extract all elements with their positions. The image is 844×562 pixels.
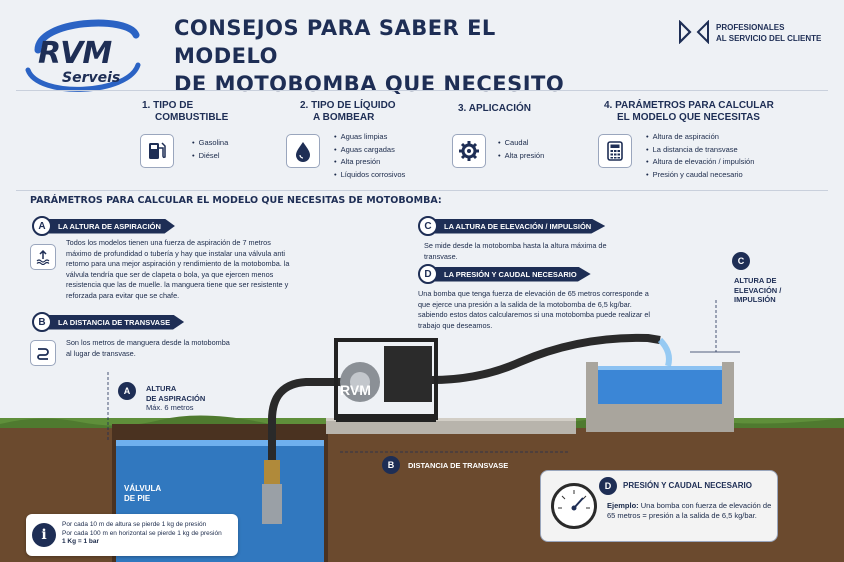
param-a-text: Todos los modelos tienen una fuerza de a…: [66, 238, 290, 300]
scene-a-marker: A: [118, 382, 136, 400]
param-b-tag: B LA DISTANCIA DE TRANSVASE: [32, 312, 185, 332]
section-params-heading: 4. PARÁMETROS PARA CALCULAR EL MODELO QU…: [604, 100, 774, 123]
scene-c-marker: C: [732, 252, 750, 270]
params-list: Altura de aspiración La distancia de tra…: [646, 131, 755, 181]
param-c-tag: C LA ALTURA DE ELEVACIÓN / IMPULSIÓN: [418, 216, 606, 236]
mid-divider: [16, 190, 828, 191]
top-divider: [16, 90, 828, 91]
section-liquid-heading: 2. TIPO DE LÍQUIDO A BOMBEAR: [300, 100, 396, 123]
param-c-text: Se mide desde la motobomba hasta la altu…: [424, 241, 607, 261]
info-text: Por cada 10 m de altura se pierde 1 kg d…: [62, 521, 222, 545]
hose-icon: [30, 340, 56, 366]
pressure-example-box: D PRESIÓN Y CAUDAL NECESARIO Ejemplo: Un…: [540, 470, 778, 542]
brand-subname: Serveis: [62, 70, 121, 86]
liquid-list: Aguas limpias Aguas cargadas Alta presió…: [334, 131, 406, 181]
water-drop-icon: [286, 134, 320, 168]
application-list: Caudal Alta presión: [498, 137, 545, 162]
brand-logo: RVM Serveis: [18, 10, 148, 100]
fuel-pump-icon: [140, 134, 174, 168]
tagline-logo-icon: [678, 19, 710, 49]
gauge-icon: [551, 483, 597, 529]
scene-c-label: ALTURA DE ELEVACIÓN / IMPULSIÓN: [734, 276, 782, 304]
scene-b-marker: B: [382, 456, 400, 474]
params-title: PARÁMETROS PARA CALCULAR EL MODELO QUE N…: [30, 195, 442, 206]
dbox-marker: D: [599, 477, 617, 495]
gear-icon: [452, 134, 486, 168]
info-icon: i: [32, 523, 56, 547]
fuel-list: Gasolina Diésel: [192, 137, 229, 162]
param-b-text: Son los metros de manguera desde la moto…: [66, 338, 230, 358]
calculator-icon: [598, 134, 632, 168]
param-d-text: Una bomba que tenga fuerza de elevación …: [418, 289, 651, 330]
info-box: i Por cada 10 m de altura se pierde 1 kg…: [26, 514, 238, 556]
suction-level-icon: [30, 244, 56, 270]
dbox-title: PRESIÓN Y CAUDAL NECESARIO: [623, 481, 752, 490]
foot-valve-label: VÁLVULA DE PIE: [124, 484, 162, 503]
section-application-heading: 3. APLICACIÓN: [458, 103, 531, 114]
dbox-text: Ejemplo: Una bomba con fuerza de elevaci…: [607, 501, 772, 520]
pump-brand: RVM: [340, 382, 371, 398]
brand-name: RVM: [38, 36, 112, 71]
scene-a-label: ALTURA DE ASPIRACIÓN Máx. 6 metros: [146, 384, 206, 412]
scene-b-label: DISTANCIA DE TRANSVASE: [408, 461, 509, 470]
section-fuel-heading: 1. TIPO DE COMBUSTIBLE: [142, 100, 229, 123]
page-title: CONSEJOS PARA SABER EL MODELO DE MOTOBOM…: [174, 16, 565, 96]
tagline: PROFESIONALES AL SERVICIO DEL CLIENTE: [716, 23, 822, 43]
param-d-tag: D LA PRESIÓN Y CAUDAL NECESARIO: [418, 264, 591, 284]
param-a-tag: A LA ALTURA DE ASPIRACIÓN: [32, 216, 175, 236]
